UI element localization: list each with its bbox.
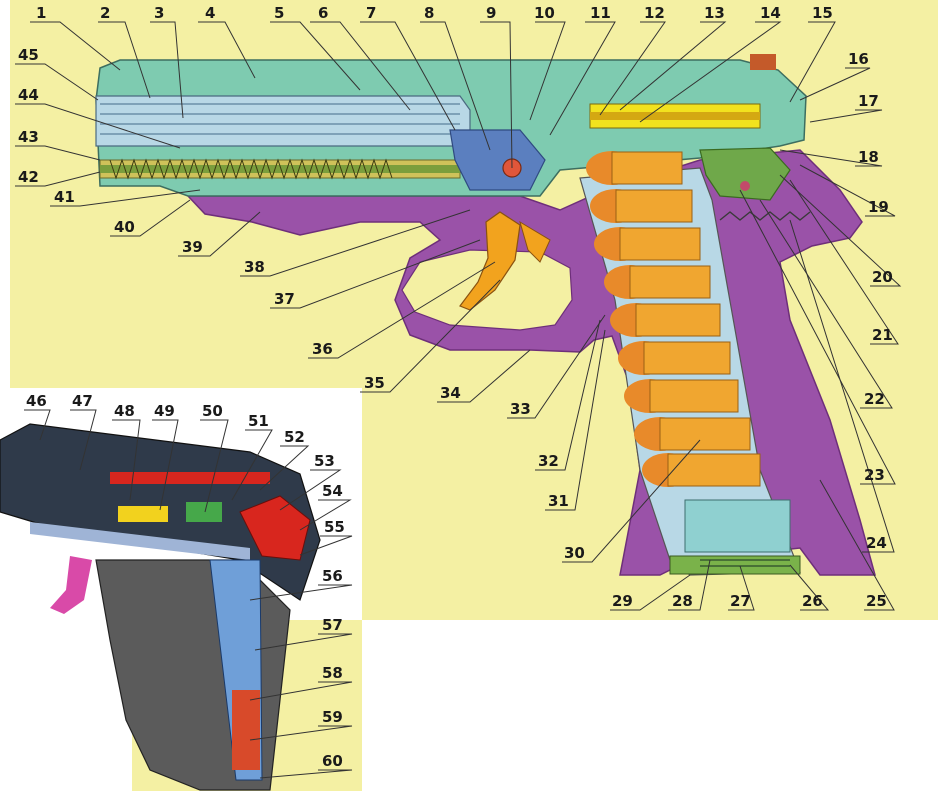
part-label: 25 xyxy=(866,592,887,610)
part-label: 49 xyxy=(154,402,175,420)
part-label: 4 xyxy=(205,4,215,22)
magazine-spring xyxy=(700,559,790,567)
part-label: 33 xyxy=(510,400,531,418)
part-label: 47 xyxy=(72,392,93,410)
magazine-follower xyxy=(684,499,791,553)
part-label: 18 xyxy=(858,148,879,166)
part-label: 32 xyxy=(538,452,559,470)
part-label: 40 xyxy=(114,218,135,236)
part-label: 10 xyxy=(534,4,555,22)
part-label: 31 xyxy=(548,492,569,510)
part-label: 38 xyxy=(244,258,265,276)
inset-hammer xyxy=(239,495,311,561)
hammer xyxy=(699,147,791,201)
locking-block xyxy=(449,129,546,191)
cartridge xyxy=(586,151,683,185)
part-label: 11 xyxy=(590,4,611,22)
recoil-spring-coils xyxy=(109,158,393,180)
part-label: 51 xyxy=(248,412,269,430)
part-label: 58 xyxy=(322,664,343,682)
part-label: 56 xyxy=(322,567,343,585)
part-label: 20 xyxy=(872,268,893,286)
part-label: 57 xyxy=(322,616,343,634)
part-label: 42 xyxy=(18,168,39,186)
part-label: 50 xyxy=(202,402,223,420)
part-label: 19 xyxy=(868,198,889,216)
rear-sight xyxy=(750,54,776,70)
part-label: 53 xyxy=(314,452,335,470)
inset-cutaway xyxy=(0,423,321,791)
part-label: 21 xyxy=(872,326,893,344)
cartridge xyxy=(610,303,721,337)
part-label: 9 xyxy=(486,4,496,22)
cartridge xyxy=(624,379,739,413)
hammer-axle xyxy=(740,181,750,191)
part-label: 36 xyxy=(312,340,333,358)
part-label: 8 xyxy=(424,4,434,22)
part-label: 7 xyxy=(366,4,376,22)
inset-sear xyxy=(186,502,222,522)
inset-trigger xyxy=(50,556,92,614)
leader-lines xyxy=(15,21,902,779)
mainspring xyxy=(719,211,811,221)
part-label: 16 xyxy=(848,50,869,68)
part-label: 5 xyxy=(274,4,284,22)
part-label: 28 xyxy=(672,592,693,610)
part-label: 46 xyxy=(26,392,47,410)
part-label: 13 xyxy=(704,4,725,22)
part-label: 17 xyxy=(858,92,879,110)
part-label: 60 xyxy=(322,752,343,770)
trigger xyxy=(459,211,521,311)
main-pistol xyxy=(95,54,876,576)
part-label: 34 xyxy=(440,384,461,402)
part-label: 29 xyxy=(612,592,633,610)
part-label: 3 xyxy=(154,4,164,22)
firing-pin xyxy=(590,112,760,120)
part-label: 23 xyxy=(864,466,885,484)
inset-magazine-bottom xyxy=(232,690,260,770)
part-label: 52 xyxy=(284,428,305,446)
magazine-baseplate xyxy=(669,555,801,575)
part-label: 12 xyxy=(644,4,665,22)
part-label: 44 xyxy=(18,86,39,104)
part-label: 48 xyxy=(114,402,135,420)
cartridge xyxy=(642,453,761,487)
part-label: 22 xyxy=(864,390,885,408)
part-label: 26 xyxy=(802,592,823,610)
trigger-bar xyxy=(519,220,551,263)
cartridge xyxy=(590,189,693,223)
inset-red-spring xyxy=(110,472,270,484)
part-label: 41 xyxy=(54,188,75,206)
cartridge xyxy=(594,227,701,261)
part-label: 43 xyxy=(18,128,39,146)
part-label: 24 xyxy=(866,534,887,552)
recoil-guide-rod xyxy=(100,165,460,173)
part-labels: 1 2 3 4 5 6 7 8 9 10 11 12 13 14 15 16 1… xyxy=(18,4,893,770)
part-label: 30 xyxy=(564,544,585,562)
inset-yellow-part xyxy=(118,506,168,522)
part-label: 59 xyxy=(322,708,343,726)
part-label: 35 xyxy=(364,374,385,392)
part-label: 55 xyxy=(324,518,345,536)
cartridges xyxy=(586,151,761,487)
inset-slide-rail xyxy=(30,522,250,560)
part-label: 39 xyxy=(182,238,203,256)
part-label: 6 xyxy=(318,4,328,22)
part-label: 37 xyxy=(274,290,295,308)
part-label: 45 xyxy=(18,46,39,64)
part-label: 15 xyxy=(812,4,833,22)
cartridge xyxy=(618,341,731,375)
part-label: 54 xyxy=(322,482,343,500)
cartridge xyxy=(604,265,711,299)
part-label: 1 xyxy=(36,4,46,22)
part-label: 14 xyxy=(760,4,781,22)
part-label: 2 xyxy=(100,4,110,22)
barrel-rifling xyxy=(100,103,460,135)
cartridge xyxy=(634,417,751,451)
part-label: 27 xyxy=(730,592,751,610)
